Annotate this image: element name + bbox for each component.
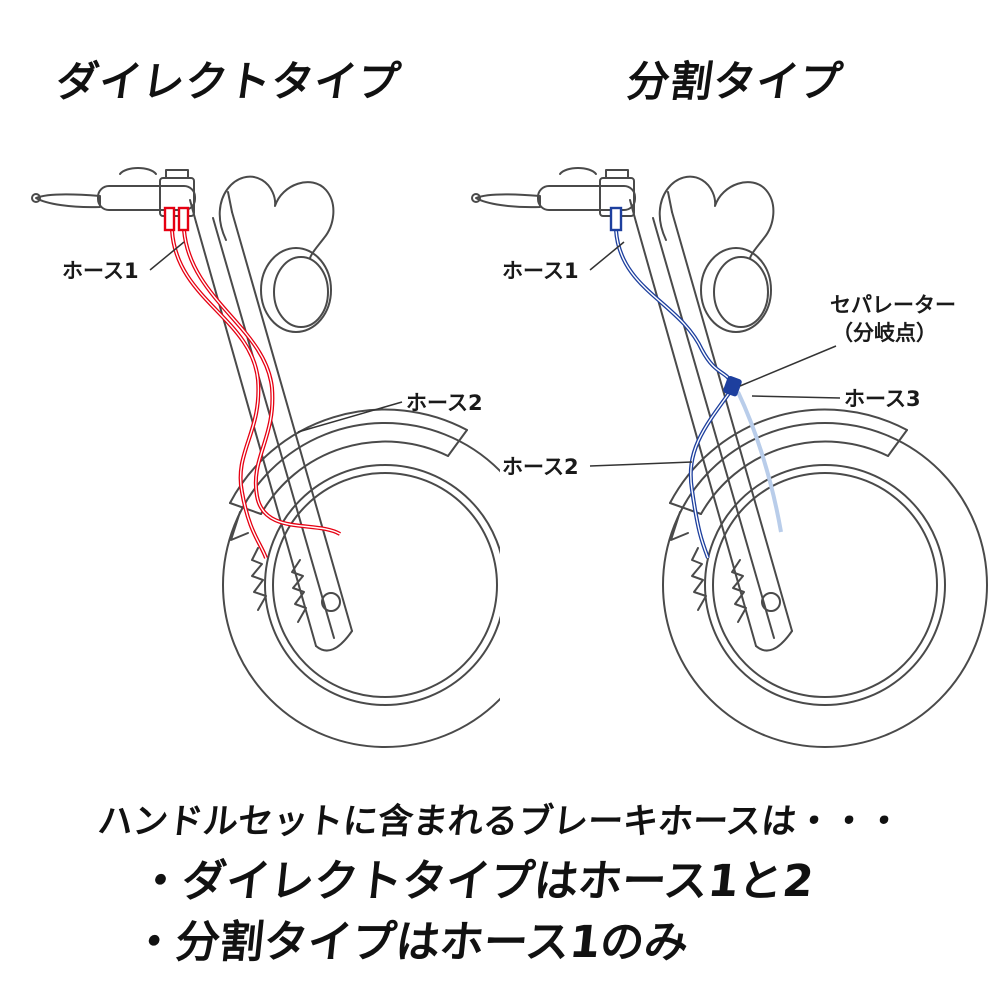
footer-bullets: ・ダイレクトタイプはホース1と2 ・分割タイプはホース1のみ xyxy=(129,852,817,973)
hose2-leader-line xyxy=(589,461,693,467)
footer-bullet-direct: ・ダイレクトタイプはホース1と2 xyxy=(135,856,816,907)
hose1-leader-line xyxy=(589,241,625,271)
hose-connectors xyxy=(163,206,190,232)
hose3-leader-line xyxy=(751,395,841,399)
title-direct-type: ダイレクトタイプ xyxy=(53,57,405,106)
separator-leader-line xyxy=(739,345,837,387)
split-hose-pale xyxy=(736,391,783,533)
hose2-connector xyxy=(177,206,190,232)
hose2-label: ホース2 xyxy=(502,455,579,479)
footer-bullet-split: ・分割タイプはホース1のみ xyxy=(129,916,692,968)
separator-label-line2: （分岐点） xyxy=(832,321,937,345)
direct-type-diagram: ホース1 ホース2 xyxy=(31,167,500,748)
separator xyxy=(723,375,742,397)
hose2-label: ホース2 xyxy=(406,391,483,415)
hose-highlight xyxy=(170,228,342,560)
hose3-label: ホース3 xyxy=(844,387,921,411)
hose1-label: ホース1 xyxy=(62,259,139,283)
hose2-leader-line xyxy=(297,401,403,433)
hose1-connector xyxy=(163,206,176,232)
split-type-diagram: ホース1 セパレーター （分岐点） ホース3 ホース2 xyxy=(471,167,988,748)
hose-highlight xyxy=(614,228,734,560)
separator-label-line1: セパレーター xyxy=(830,293,956,317)
footer-intro: ハンドルセットに含まれるブレーキホースは・・・ xyxy=(95,802,904,842)
title-split-type: 分割タイプ xyxy=(624,57,847,106)
hose1-connector xyxy=(609,206,623,232)
separator-block xyxy=(723,375,742,397)
bike-line-art xyxy=(31,167,500,748)
hose3-line xyxy=(736,391,783,533)
split-hose-lines xyxy=(614,229,734,559)
hose-connectors xyxy=(609,206,623,232)
direct-hose-lines xyxy=(170,229,342,559)
hose1-label: ホース1 xyxy=(502,259,579,283)
hose1-leader-line xyxy=(149,241,185,271)
